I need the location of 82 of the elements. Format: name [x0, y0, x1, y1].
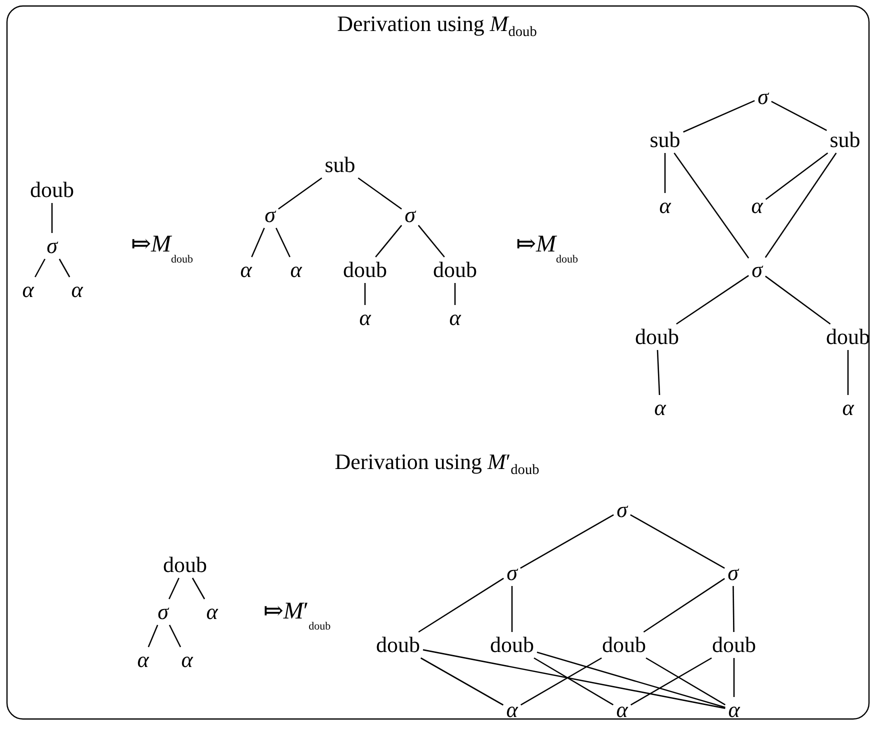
tree-node-label: α [68, 277, 86, 303]
tree-node-label: σ [402, 202, 418, 228]
tree-edge [358, 177, 402, 210]
tree-edge [34, 258, 46, 278]
tree-edge [847, 350, 849, 395]
tree-node-label: doub [430, 257, 480, 283]
tree-edge [520, 657, 602, 706]
tree-edge [764, 152, 837, 258]
tree-edge [656, 350, 660, 396]
tree-node-label: α [203, 599, 221, 625]
tree-edge [418, 578, 504, 633]
tree-edge [674, 152, 750, 258]
tree-node-label: sub [322, 152, 358, 178]
tree-node-label: α [237, 257, 255, 283]
tree-edge [375, 224, 402, 258]
tree-edge [58, 258, 70, 278]
tree-edge [536, 652, 726, 708]
tree-edge [418, 224, 445, 258]
tree-node-label: α [446, 305, 464, 331]
tree-node-label: doub [823, 324, 873, 350]
tree-node-label: α [356, 305, 374, 331]
tree-edge [676, 275, 749, 325]
tree-node-label: α [613, 697, 631, 723]
tree-edge [168, 624, 182, 648]
tree-edge [664, 153, 666, 193]
tree-edge [192, 578, 206, 600]
tree-node-label: doub [340, 257, 390, 283]
tree-node-label: α [178, 647, 196, 673]
tree-node-label: σ [44, 233, 60, 259]
tree-edge [420, 657, 504, 706]
tree-node-label: sub [646, 127, 684, 153]
tree-edge [534, 657, 614, 706]
tree-node-label: σ [614, 497, 630, 523]
tree-edge [276, 228, 290, 258]
tree-edge [765, 152, 828, 200]
tree-node-label: σ [262, 202, 278, 228]
tree-node-label: doub [709, 632, 759, 658]
tree-node-label: doub [160, 552, 210, 578]
derivation-arrow-symbol: ⤇M$_{doub}$ [130, 230, 194, 260]
section-heading: Derivation using M$_{doub}$ [337, 10, 537, 42]
tree-edge [422, 649, 726, 709]
tree-edge [732, 586, 734, 632]
tree-edge [646, 657, 726, 706]
tree-node-label: σ [754, 84, 772, 110]
tree-edge [771, 100, 827, 131]
tree-edge [148, 624, 158, 648]
tree-node-label: α [19, 277, 37, 303]
tree-edge [643, 578, 725, 633]
tree-edge [278, 177, 322, 210]
tree-edge [630, 657, 712, 706]
tree-node-label: α [503, 697, 521, 723]
tree-edge [51, 203, 53, 233]
tree-edge [630, 514, 725, 569]
tree-node-label: α [839, 395, 857, 421]
tree-edge [765, 276, 831, 325]
tree-node-label: doub [632, 324, 682, 350]
tree-node-label: α [287, 257, 305, 283]
derivation-arrow-symbol: ⤇M$_{doub}$ [516, 230, 578, 260]
tree-edge [733, 658, 735, 697]
tree-node-label: σ [724, 560, 742, 586]
tree-node-label: σ [504, 560, 520, 586]
tree-node-label: sub [826, 127, 864, 153]
tree-edge [511, 586, 513, 632]
tree-edge [454, 283, 456, 305]
tree-node-label: σ [154, 599, 172, 625]
derivation-arrow-symbol: ⤇M′$_{doub}$ [263, 598, 331, 628]
tree-node-label: doub [27, 177, 77, 203]
tree-node-label: α [748, 193, 766, 219]
tree-edge [364, 283, 366, 305]
section-heading: Derivation using M′$_{doub}$ [334, 448, 540, 480]
tree-node-label: doub [487, 632, 537, 658]
tree-edge [683, 100, 755, 133]
tree-node-label: α [134, 647, 152, 673]
tree-node-label: doub [599, 632, 649, 658]
tree-node-label: α [656, 193, 674, 219]
tree-edge [251, 228, 265, 258]
tree-node-label: α [651, 395, 669, 421]
tree-node-label: σ [748, 257, 766, 283]
tree-edge [520, 514, 614, 569]
tree-edge [168, 578, 180, 600]
tree-node-label: doub [373, 632, 423, 658]
tree-node-label: α [725, 697, 743, 723]
